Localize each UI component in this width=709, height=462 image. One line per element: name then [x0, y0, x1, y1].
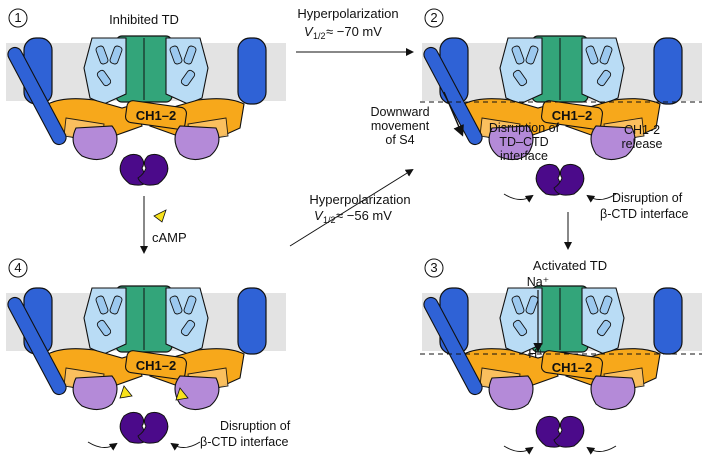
panel-number-badge	[424, 8, 444, 28]
panel-title: Activated TD	[533, 258, 607, 273]
rotation-arrow	[586, 445, 617, 455]
vhalf-2-symbol: V	[314, 208, 324, 223]
camp-molecule	[153, 209, 167, 223]
panel-number: 2	[430, 10, 437, 25]
disruption-beta-line2: β-CTD interface	[600, 207, 689, 221]
vhalf-2-value: ≈ −56 mV	[336, 208, 392, 223]
disruption-td-ctd-line1: Disruption of	[489, 121, 560, 135]
channel-structure	[420, 285, 703, 411]
vhalf-1-symbol: V	[304, 24, 314, 39]
ch12-release-line1: CH1-2	[624, 123, 660, 137]
vhalf-1-subscript: 1/2	[313, 31, 326, 41]
disruption-beta-p4-line1: Disruption of	[220, 419, 291, 433]
rotation-arrow	[87, 441, 118, 451]
disruption-td-ctd-line3: interface	[500, 149, 548, 163]
downward-label-line2: movement	[371, 119, 430, 133]
panel-2: 2 CH1–2 Disruption of TD–CTD interface C…	[420, 8, 703, 203]
panel-title: Inhibited TD	[109, 12, 179, 27]
ch12-label: CH1–2	[552, 108, 592, 123]
channel-structure	[4, 285, 287, 411]
beta-ctd-pair	[119, 411, 169, 444]
rotation-arrow	[503, 193, 534, 203]
beta-ctd-pair	[535, 415, 585, 448]
disruption-td-ctd-line2: TD–CTD	[499, 135, 548, 149]
panel-number: 3	[430, 260, 437, 275]
panel-1: 1 Inhibited TD CH1–2	[4, 8, 287, 186]
ch12-label: CH1–2	[136, 358, 176, 373]
rotation-arrow	[503, 445, 534, 455]
ch12-label: CH1–2	[136, 108, 176, 123]
panel-number-badge	[8, 258, 28, 278]
panel-3: 3 Activated TD Na⁺ H⁺ CH1–2	[420, 258, 703, 455]
panel-number-badge	[424, 258, 444, 278]
panel-4: 4 CH1–2 Disruption of β-CTD interface	[4, 258, 291, 451]
hyperpol-1-label: Hyperpolarization	[297, 6, 398, 21]
h-ion-label: H⁺	[528, 347, 544, 361]
ch12-label: CH1–2	[552, 360, 592, 375]
beta-ctd-pair	[119, 153, 169, 186]
panel-number-badge	[8, 8, 28, 28]
vhalf-2-subscript: 1/2	[323, 215, 336, 225]
ch12-release-line2: release	[622, 137, 663, 151]
panel-number: 1	[14, 10, 21, 25]
disruption-beta-p4-line2: β-CTD interface	[200, 435, 289, 449]
beta-ctd-pair	[535, 163, 585, 196]
panel-number: 4	[14, 260, 21, 275]
vhalf-1-value: ≈ −70 mV	[326, 24, 382, 39]
rotation-arrow	[170, 441, 201, 451]
camp-bound-left	[119, 385, 133, 399]
na-ion-label: Na⁺	[527, 275, 550, 289]
camp-label: cAMP	[152, 230, 187, 245]
rotation-arrow	[586, 193, 617, 203]
s4-downward-arrow	[443, 91, 464, 137]
disruption-beta-line1: Disruption of	[612, 191, 683, 205]
hyperpol-2-label: Hyperpolarization	[309, 192, 410, 207]
downward-label-line3: of S4	[385, 133, 414, 147]
downward-label-line1: Downward	[370, 105, 429, 119]
camp-bound-right	[175, 387, 189, 401]
channel-structure	[4, 35, 287, 161]
arrow-4-to-2	[289, 168, 414, 247]
